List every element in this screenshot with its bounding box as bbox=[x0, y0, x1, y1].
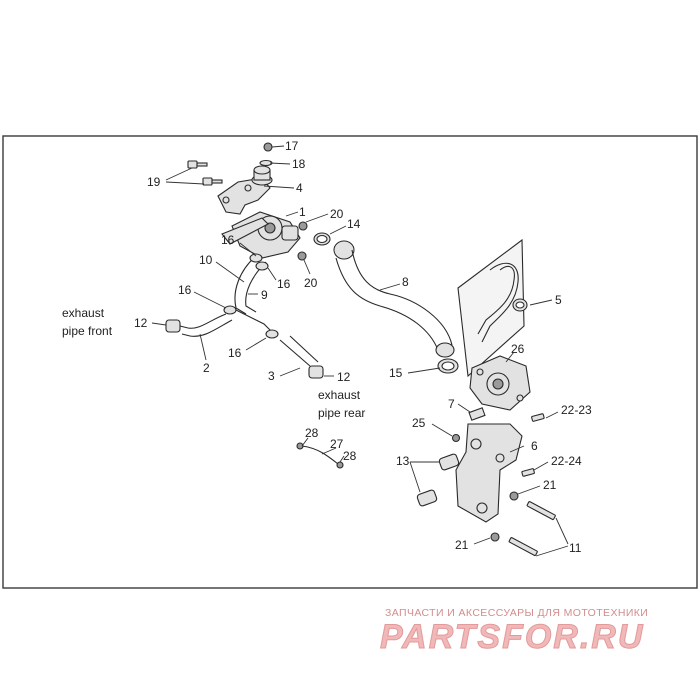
nut-20-b bbox=[297, 251, 307, 261]
callout-19: 19 bbox=[147, 175, 161, 189]
callout-17: 17 bbox=[285, 139, 299, 153]
reed-valve-cover-5 bbox=[457, 238, 528, 378]
callout-12-rear: 12 bbox=[337, 370, 351, 384]
callout-25: 25 bbox=[412, 416, 426, 430]
watermark-caption: ЗАПЧАСТИ И АКСЕССУАРЫ ДЛЯ МОТОТЕХНИКИ bbox=[385, 607, 649, 619]
bolt-19-b bbox=[202, 177, 223, 186]
reed-valve-26 bbox=[469, 355, 531, 411]
callout-26: 26 bbox=[511, 342, 525, 356]
plug-12-rear bbox=[308, 365, 324, 379]
nut-21-a bbox=[509, 491, 519, 501]
note-front-line1: exhaust bbox=[62, 306, 105, 320]
note-front-line2: pipe front bbox=[62, 324, 113, 338]
callout-3: 3 bbox=[268, 369, 275, 383]
callout-28-top: 28 bbox=[305, 426, 319, 440]
callout-14: 14 bbox=[347, 217, 361, 231]
bracket-6 bbox=[416, 407, 556, 557]
callout-18: 18 bbox=[292, 157, 306, 171]
callout-22-23: 22-23 bbox=[561, 403, 592, 417]
callout-22-24: 22-24 bbox=[551, 454, 582, 468]
callout-12-front: 12 bbox=[134, 316, 148, 330]
bolt-11-b bbox=[508, 537, 538, 557]
callout-16-top: 16 bbox=[221, 233, 235, 247]
bolt-22-24 bbox=[521, 468, 535, 477]
callout-7: 7 bbox=[448, 397, 455, 411]
callout-2: 2 bbox=[203, 361, 210, 375]
callout-20-top: 20 bbox=[330, 207, 344, 221]
callout-15: 15 bbox=[389, 366, 403, 380]
callout-27: 27 bbox=[330, 437, 344, 451]
notes: exhaust pipe front exhaust pipe rear bbox=[62, 306, 365, 420]
callout-13: 13 bbox=[396, 454, 410, 468]
callout-9: 9 bbox=[261, 288, 268, 302]
bolt-11-a bbox=[526, 501, 556, 521]
callout-16-bottom: 16 bbox=[228, 346, 242, 360]
callout-4: 4 bbox=[296, 181, 303, 195]
air-hoses bbox=[165, 253, 344, 469]
diagram-border bbox=[2, 135, 698, 589]
clamp-16-a bbox=[249, 253, 263, 263]
callout-16-right: 16 bbox=[277, 277, 291, 291]
clamp-16-d bbox=[265, 329, 279, 339]
air-valve-assembly bbox=[187, 142, 331, 261]
clip-28-a bbox=[296, 442, 304, 450]
spacer-13-b bbox=[416, 489, 438, 507]
hose-8 bbox=[333, 240, 455, 358]
nut-21-b bbox=[490, 532, 500, 542]
plug-12-front bbox=[165, 319, 181, 333]
bolt-19-a bbox=[187, 160, 208, 169]
clamp-16-c bbox=[223, 305, 237, 315]
callout-10: 10 bbox=[199, 253, 213, 267]
callout-6: 6 bbox=[531, 439, 538, 453]
callout-1: 1 bbox=[299, 205, 306, 219]
callouts: 17 18 19 4 1 20 14 20 16 16 10 9 16 12 2… bbox=[134, 139, 592, 555]
washer-25 bbox=[451, 433, 461, 443]
callout-11: 11 bbox=[569, 541, 582, 555]
callout-20-bottom: 20 bbox=[304, 276, 318, 290]
note-rear-line2: pipe rear bbox=[318, 406, 365, 420]
callout-16-left: 16 bbox=[178, 283, 192, 297]
clamp-16-b bbox=[255, 261, 269, 271]
note-rear-line1: exhaust bbox=[318, 388, 361, 402]
spacer-13-a bbox=[438, 453, 460, 471]
watermark-logo: PARTSFOR.RU bbox=[380, 618, 645, 657]
bolt-22-23 bbox=[531, 413, 545, 422]
callout-21-top: 21 bbox=[543, 478, 557, 492]
callout-28-right: 28 bbox=[343, 449, 357, 463]
callout-21-bottom: 21 bbox=[455, 538, 469, 552]
callout-5: 5 bbox=[555, 293, 562, 307]
nut-20-a bbox=[298, 221, 308, 231]
callout-8: 8 bbox=[402, 275, 409, 289]
clip-7 bbox=[468, 407, 486, 421]
leader-lines bbox=[151, 145, 569, 557]
